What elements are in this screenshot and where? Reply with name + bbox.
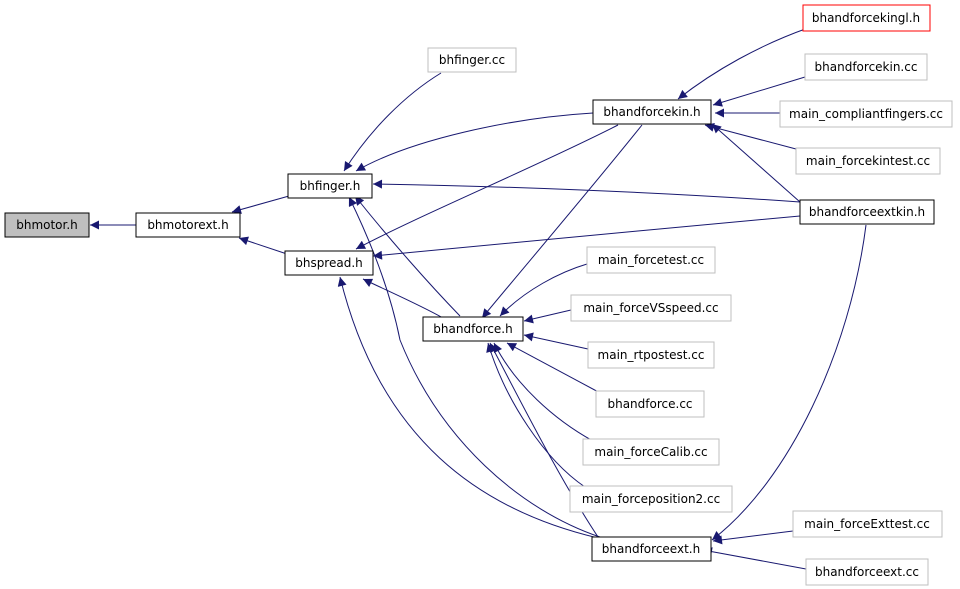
- edge-bhandforceext-to-bhspread: [337, 276, 599, 539]
- node-bhmotorext-h[interactable]: bhmotorext.h: [135, 212, 241, 238]
- node-main-forceposition2-cc[interactable]: main_forceposition2.cc: [569, 485, 733, 513]
- edge-main-rtpostest-to-bhandforce: [523, 332, 589, 350]
- edge-main-forceCalib-to-bhandforce: [493, 342, 594, 442]
- node-bhandforce-cc[interactable]: bhandforce.cc: [595, 390, 705, 418]
- node-main-forceCalib-cc[interactable]: main_forceCalib.cc: [582, 438, 720, 466]
- edge-main-forcetest-to-bhandforce: [499, 263, 588, 317]
- node-label: bhmotorext.h: [147, 218, 228, 232]
- node-label: main_forcekintest.cc: [806, 154, 930, 168]
- node-label: bhmotor.h: [16, 218, 78, 232]
- node-bhandforcekin-cc[interactable]: bhandforcekin.cc: [804, 53, 928, 81]
- edge-bhandforcekincc-to-bhandforcekin: [712, 76, 806, 107]
- node-bhandforce-h[interactable]: bhandforce.h: [422, 316, 524, 342]
- node-label: bhandforceext.cc: [815, 565, 919, 579]
- node-label: bhandforcekin.cc: [815, 60, 918, 74]
- node-label: main_forceVSspeed.cc: [583, 301, 718, 315]
- node-bhandforceextkin-h[interactable]: bhandforceextkin.h: [799, 199, 935, 225]
- node-main-forceExttest-cc[interactable]: main_forceExttest.cc: [792, 510, 943, 538]
- edge-bhandforce-to-bhspread: [362, 278, 444, 319]
- edge-bhandforceext-to-bhandforce: [489, 342, 601, 541]
- node-main-rtpostest-cc[interactable]: main_rtpostest.cc: [587, 341, 715, 369]
- node-label: main_forceposition2.cc: [582, 492, 720, 506]
- edge-bhandforcecc-to-bhandforce: [506, 342, 605, 396]
- edge-bhandforceext-to-bhfinger: [348, 196, 601, 538]
- edge-main-forceposition2-to-bhandforce: [486, 342, 586, 488]
- node-label: main_forcetest.cc: [598, 253, 704, 267]
- node-label: bhandforce.h: [433, 322, 512, 336]
- node-label: bhfinger.h: [300, 179, 361, 193]
- node-main-forcekintest-cc[interactable]: main_forcekintest.cc: [795, 147, 941, 175]
- node-label: bhandforce.cc: [607, 397, 692, 411]
- node-label: main_forceCalib.cc: [594, 445, 707, 459]
- edge-bhandforcekingl-to-bhandforcekin: [677, 27, 809, 100]
- edge-main-forcekintest-to-bhandforcekin: [704, 122, 797, 150]
- edge-bhandforceextkin-to-bhspread: [372, 215, 801, 260]
- node-bhspread-h[interactable]: bhspread.h: [284, 250, 374, 276]
- node-label: bhspread.h: [295, 256, 363, 270]
- node-label: bhfinger.cc: [439, 53, 505, 67]
- node-bhfinger-cc[interactable]: bhfinger.cc: [427, 47, 517, 73]
- node-main-forceVSspeed-cc[interactable]: main_forceVSspeed.cc: [570, 294, 732, 322]
- node-bhandforceext-cc[interactable]: bhandforceext.cc: [805, 558, 929, 586]
- node-bhandforcekin-h[interactable]: bhandforcekin.h: [592, 99, 712, 125]
- edge-bhandforcekin-to-bhfinger: [355, 112, 594, 172]
- node-bhfinger-h[interactable]: bhfinger.h: [287, 173, 373, 199]
- edge-bhfinger-to-bhmotorext: [231, 195, 290, 214]
- edge-bhandforceextkin-to-bhandforceext: [711, 224, 867, 541]
- node-main-forcetest-cc[interactable]: main_forcetest.cc: [586, 246, 716, 274]
- node-label: bhandforceext.h: [602, 542, 700, 556]
- edge-bhandforcekin-to-bhandforce: [481, 124, 643, 319]
- node-label: bhandforcekin.h: [603, 105, 700, 119]
- node-label: main_rtpostest.cc: [598, 348, 705, 362]
- edge-bhandforcekin-to-bhspread: [355, 124, 619, 250]
- edge-main-forceVSspeed-to-bhandforce: [523, 309, 572, 324]
- node-label: main_compliantfingers.cc: [789, 107, 943, 121]
- node-label: bhandforcekingl.h: [812, 11, 920, 25]
- edge-bhandforce-to-bhfinger: [354, 195, 461, 317]
- edge-bhandforceextcc-to-bhandforceext: [702, 547, 807, 570]
- node-bhandforcekingl-h[interactable]: bhandforcekingl.h: [802, 4, 931, 32]
- node-label: bhandforceextkin.h: [809, 205, 925, 219]
- edge-bhandforceextkin-to-bhandforcekin: [711, 123, 801, 203]
- edge-main-forceExttest-to-bhandforceext: [712, 530, 794, 545]
- edge-bhspread-to-bhmotorext: [238, 236, 288, 255]
- node-bhandforceext-h[interactable]: bhandforceext.h: [591, 536, 712, 562]
- node-bhmotor-h[interactable]: bhmotor.h: [4, 212, 90, 238]
- node-main-compliantfingers-cc[interactable]: main_compliantfingers.cc: [779, 100, 953, 128]
- edge-bhandforceextkin-to-bhfinger: [372, 179, 801, 203]
- edge-bhfingercc-to-bhfinger: [343, 72, 442, 172]
- node-label: main_forceExttest.cc: [804, 517, 930, 531]
